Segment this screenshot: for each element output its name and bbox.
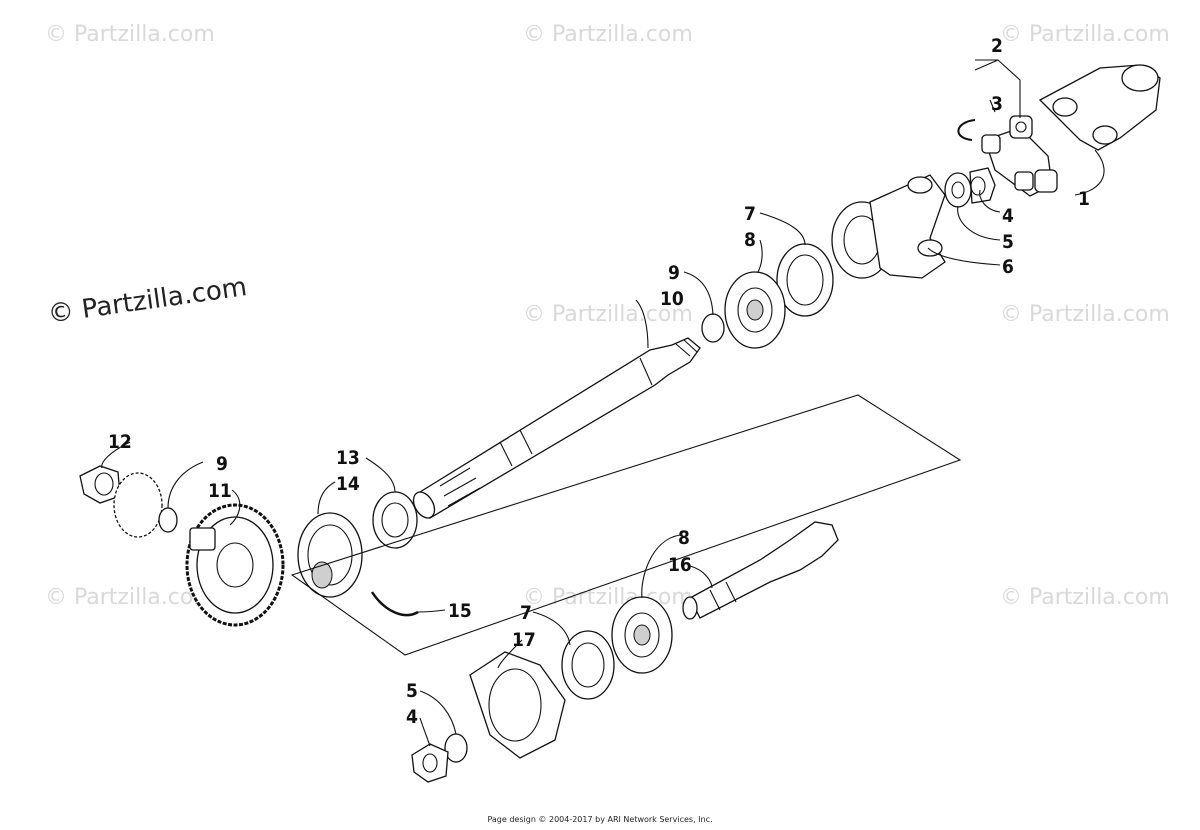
watermark: © Partzilla.com [1000,22,1170,47]
callout-14: 14 [336,473,360,495]
callout-4-lower: 4 [406,706,418,728]
callout-7-lower: 7 [520,602,532,624]
bearing-left [113,472,163,538]
washer-upper [701,313,725,343]
callout-5-upper: 5 [1002,231,1014,253]
callout-11: 11 [208,480,232,502]
bearing-13 [372,491,418,549]
nut-and-washer-upper [944,167,996,208]
assembly-outline [290,394,962,656]
yoke [1038,64,1161,151]
callout-6: 6 [1002,256,1014,278]
callout-9-upper: 9 [668,262,680,284]
callout-12: 12 [108,431,132,453]
washer-left [158,507,178,533]
watermark: © Partzilla.com [45,22,215,47]
callout-16: 16 [668,554,692,576]
bearing-lower [611,596,673,674]
callout-7-upper: 7 [744,203,756,225]
callout-5-lower: 5 [406,680,418,702]
callout-9-lower: 9 [216,453,228,475]
bevel-gear-14 [297,512,363,598]
pinion-shaft [682,521,839,620]
watermark: © Partzilla.com [523,302,693,327]
callout-17: 17 [512,629,536,651]
flange-yoke [831,174,946,279]
retaining-ring [370,591,419,617]
callout-8-lower: 8 [678,527,690,549]
bearing-housing [469,651,566,759]
nut-lower [411,743,449,783]
callout-13: 13 [336,447,360,469]
universal-joint-cross [981,115,1058,197]
nut-left [79,465,121,504]
callout-10: 10 [660,288,684,310]
bearing-upper [724,271,786,349]
watermark: © Partzilla.com [1000,585,1170,610]
callout-4-upper: 4 [1002,205,1014,227]
callout-8-upper: 8 [744,229,756,251]
callout-2: 2 [991,35,1003,57]
ring-gear-11 [185,503,285,627]
watermark: © Partzilla.com [45,585,215,610]
watermark: © Partzilla.com [1000,302,1170,327]
leader-lines [101,59,1105,747]
seal-lower [561,630,615,700]
washer-lower [444,733,468,763]
watermark: © Partzilla.com [523,22,693,47]
callout-3: 3 [991,93,1003,115]
callout-1: 1 [1078,188,1090,210]
watermark: © Partzilla.com [523,585,693,610]
callout-15: 15 [448,600,472,622]
drive-shaft [412,337,701,519]
footer-credit: Page design © 2004-2017 by ARI Network S… [487,815,713,824]
snap-ring [957,119,976,141]
